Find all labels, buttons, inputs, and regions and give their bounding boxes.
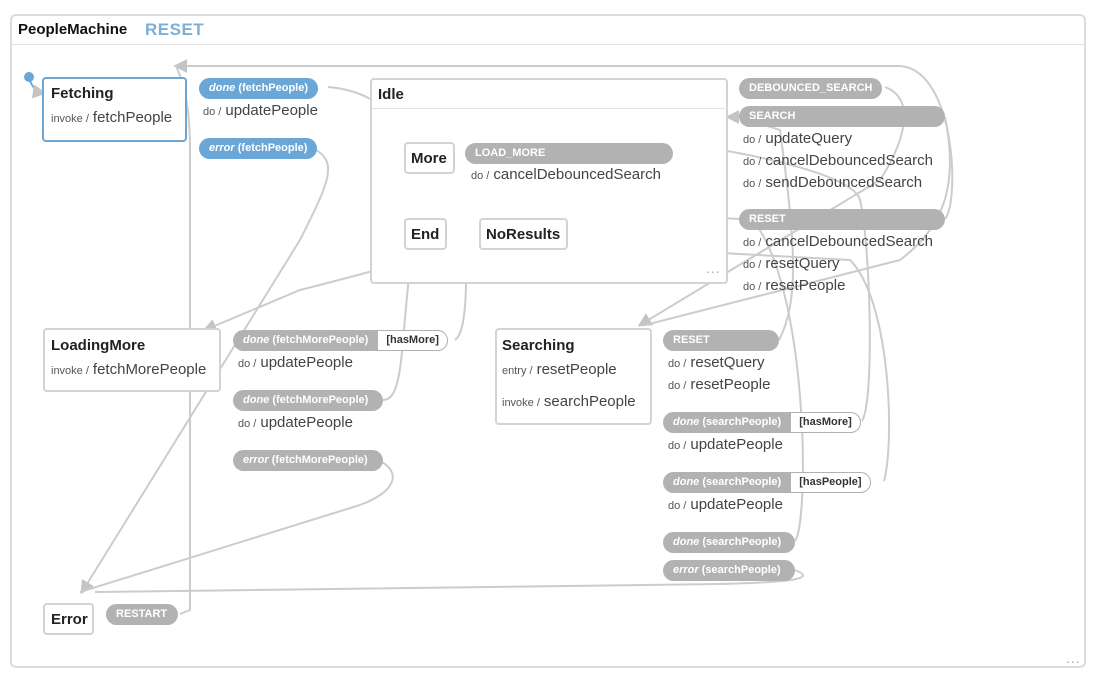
state-more-title: More	[411, 150, 447, 167]
state-loadingmore[interactable]	[43, 328, 221, 392]
event-done-searchpeople-haspeople[interactable]: done (searchPeople) [hasPeople]	[663, 472, 871, 493]
invoke-value: searchPeople	[543, 393, 636, 410]
wire-fetch-error	[80, 146, 330, 595]
state-noresults-title: NoResults	[486, 226, 561, 243]
action-updatepeople: do /updatePeople	[238, 414, 353, 431]
event-done-fetchpeople[interactable]: done (fetchPeople)	[199, 78, 319, 99]
event-done-searchpeople-hasmore[interactable]: done (searchPeople) [hasMore]	[663, 412, 861, 433]
wire-reset-idle	[173, 59, 954, 220]
action-senddebouncedsearch: do /sendDebouncedSearch	[743, 174, 923, 191]
state-loadingmore-invoke: invoke /fetchMorePeople	[51, 361, 206, 378]
state-fetching[interactable]	[42, 77, 187, 142]
action-updatequery: do /updateQuery	[743, 130, 853, 147]
initial-state-dot	[24, 72, 34, 82]
guard-hasmore: [hasMore]	[378, 330, 448, 351]
event-error-searchpeople[interactable]: error (searchPeople)	[663, 560, 795, 581]
guard-hasmore: [hasMore]	[791, 412, 861, 433]
state-searching-invoke: invoke /searchPeople	[502, 393, 636, 410]
state-end[interactable]	[404, 218, 447, 250]
state-searching-entry: entry /resetPeople	[502, 361, 617, 378]
action-updatepeople: do /updatePeople	[238, 354, 353, 371]
event-reset-searching[interactable]: RESET	[663, 330, 779, 351]
event-error-fetchmorepeople[interactable]: error (fetchMorePeople)	[233, 450, 383, 471]
state-error-title: Error	[51, 611, 88, 628]
guard-haspeople: [hasPeople]	[791, 472, 871, 493]
action-canceldebouncedsearch: do /cancelDebouncedSearch	[743, 152, 933, 169]
state-searching[interactable]	[495, 328, 652, 425]
machine-reset-button[interactable]: RESET	[145, 20, 205, 39]
action-canceldebouncedsearch: do /cancelDebouncedSearch	[471, 166, 661, 183]
state-loadingmore-title: LoadingMore	[51, 337, 146, 354]
idle-ellipsis: ...	[706, 260, 721, 276]
action-resetquery: do /resetQuery	[743, 255, 840, 272]
action-canceldebouncedsearch: do /cancelDebouncedSearch	[743, 233, 933, 250]
event-load-more[interactable]: LOAD_MORE	[465, 143, 673, 164]
machine-title: PeopleMachine	[18, 21, 128, 38]
event-error-fetchpeople[interactable]: error (fetchPeople)	[199, 138, 318, 159]
event-done-fetchmorepeople-hasmore[interactable]: done (fetchMorePeople) [hasMore]	[233, 330, 448, 351]
state-noresults[interactable]	[479, 218, 568, 250]
wire-s-done	[749, 216, 804, 542]
action-updatepeople: do /updatePeople	[203, 102, 318, 119]
event-done-fetchmorepeople[interactable]: done (fetchMorePeople)	[233, 390, 383, 411]
event-reset-idle[interactable]: RESET	[739, 209, 945, 230]
state-idle-title: Idle	[378, 86, 404, 103]
state-end-title: End	[411, 226, 440, 243]
action-updatepeople: do /updatePeople	[668, 436, 783, 453]
state-error[interactable]	[43, 603, 94, 635]
event-restart[interactable]: RESTART	[106, 604, 178, 625]
wire-s-done-people	[574, 244, 891, 482]
action-resetquery: do /resetQuery	[668, 354, 765, 371]
state-searching-title: Searching	[502, 337, 575, 354]
action-resetpeople: do /resetPeople	[668, 376, 771, 393]
state-fetching-invoke: invoke /fetchPeople	[51, 109, 172, 126]
state-more[interactable]	[404, 142, 455, 174]
action-updatepeople: do /updatePeople	[668, 496, 783, 513]
entry-key: entry /	[502, 365, 533, 377]
invoke-key: invoke /	[51, 113, 89, 125]
wire-debounced-search	[637, 86, 906, 327]
statechart-header	[10, 14, 1086, 45]
invoke-key: invoke /	[502, 397, 540, 409]
wire-s-error	[94, 569, 804, 593]
event-debounced-search[interactable]: DEBOUNCED_SEARCH	[739, 78, 883, 99]
wire-reset-search	[739, 116, 795, 341]
state-fetching-title: Fetching	[51, 85, 114, 102]
invoke-value: fetchPeople	[92, 109, 173, 126]
action-resetpeople: do /resetPeople	[743, 277, 846, 294]
idle-divider	[371, 108, 727, 109]
event-done-searchpeople[interactable]: done (searchPeople)	[663, 532, 795, 553]
entry-value: resetPeople	[536, 361, 617, 378]
machine-ellipsis: ...	[1066, 650, 1081, 666]
event-search[interactable]: SEARCH	[739, 106, 945, 127]
invoke-key: invoke /	[51, 365, 89, 377]
wire-lm-error	[79, 459, 394, 593]
invoke-value: fetchMorePeople	[92, 361, 207, 378]
